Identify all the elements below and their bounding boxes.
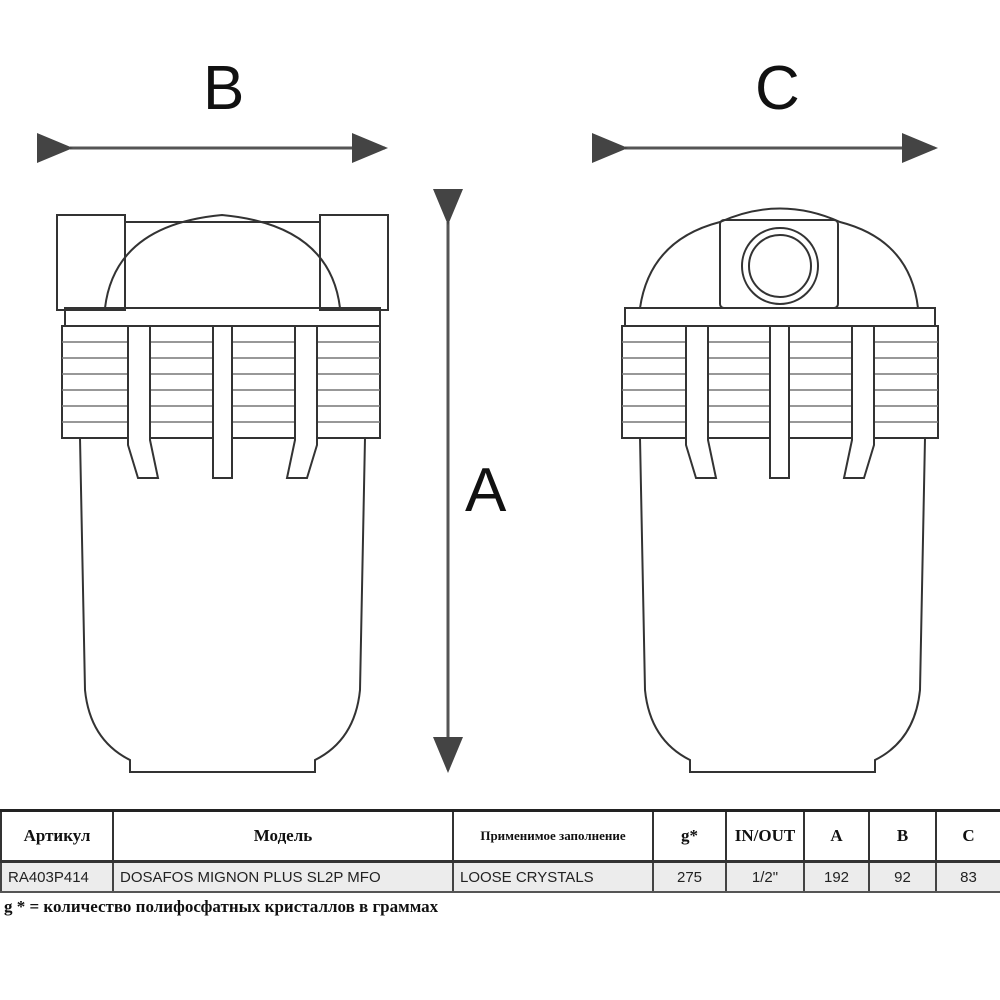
cell-b: 92 — [868, 861, 937, 893]
header-model: Модель — [112, 810, 454, 863]
cell-in-out: 1/2" — [725, 861, 805, 893]
cell-filling: LOOSE CRYSTALS — [452, 861, 654, 893]
cell-article: RA403P414 — [0, 861, 114, 893]
inlet-port-icon — [741, 227, 819, 305]
table-row: RA403P414 DOSAFOS MIGNON PLUS SL2P MFO L… — [0, 861, 1000, 893]
dimension-c-label: C — [755, 54, 800, 123]
table-header-row: Артикул Модель Применимое заполнение g* … — [0, 810, 1000, 863]
header-article: Артикул — [0, 810, 114, 863]
filter-side-view — [621, 207, 939, 773]
cell-c: 83 — [935, 861, 1000, 893]
cell-a: 192 — [803, 861, 870, 893]
filter-drawing — [37, 133, 939, 773]
spec-table: Артикул Модель Применимое заполнение g* … — [0, 809, 1000, 893]
cell-model: DOSAFOS MIGNON PLUS SL2P MFO — [112, 861, 454, 893]
header-b: B — [868, 810, 937, 863]
header-grams: g* — [652, 810, 727, 863]
cell-grams: 275 — [652, 861, 727, 893]
dimension-a-label: A — [465, 456, 507, 525]
header-filling: Применимое заполнение — [452, 810, 654, 863]
header-a: A — [803, 810, 870, 863]
header-c: C — [935, 810, 1000, 863]
header-in-out: IN/OUT — [725, 810, 805, 863]
footnote: g * = количество полифосфатных кристалло… — [4, 897, 439, 916]
dimension-b-label: B — [203, 54, 245, 123]
filter-front-view — [56, 213, 389, 773]
